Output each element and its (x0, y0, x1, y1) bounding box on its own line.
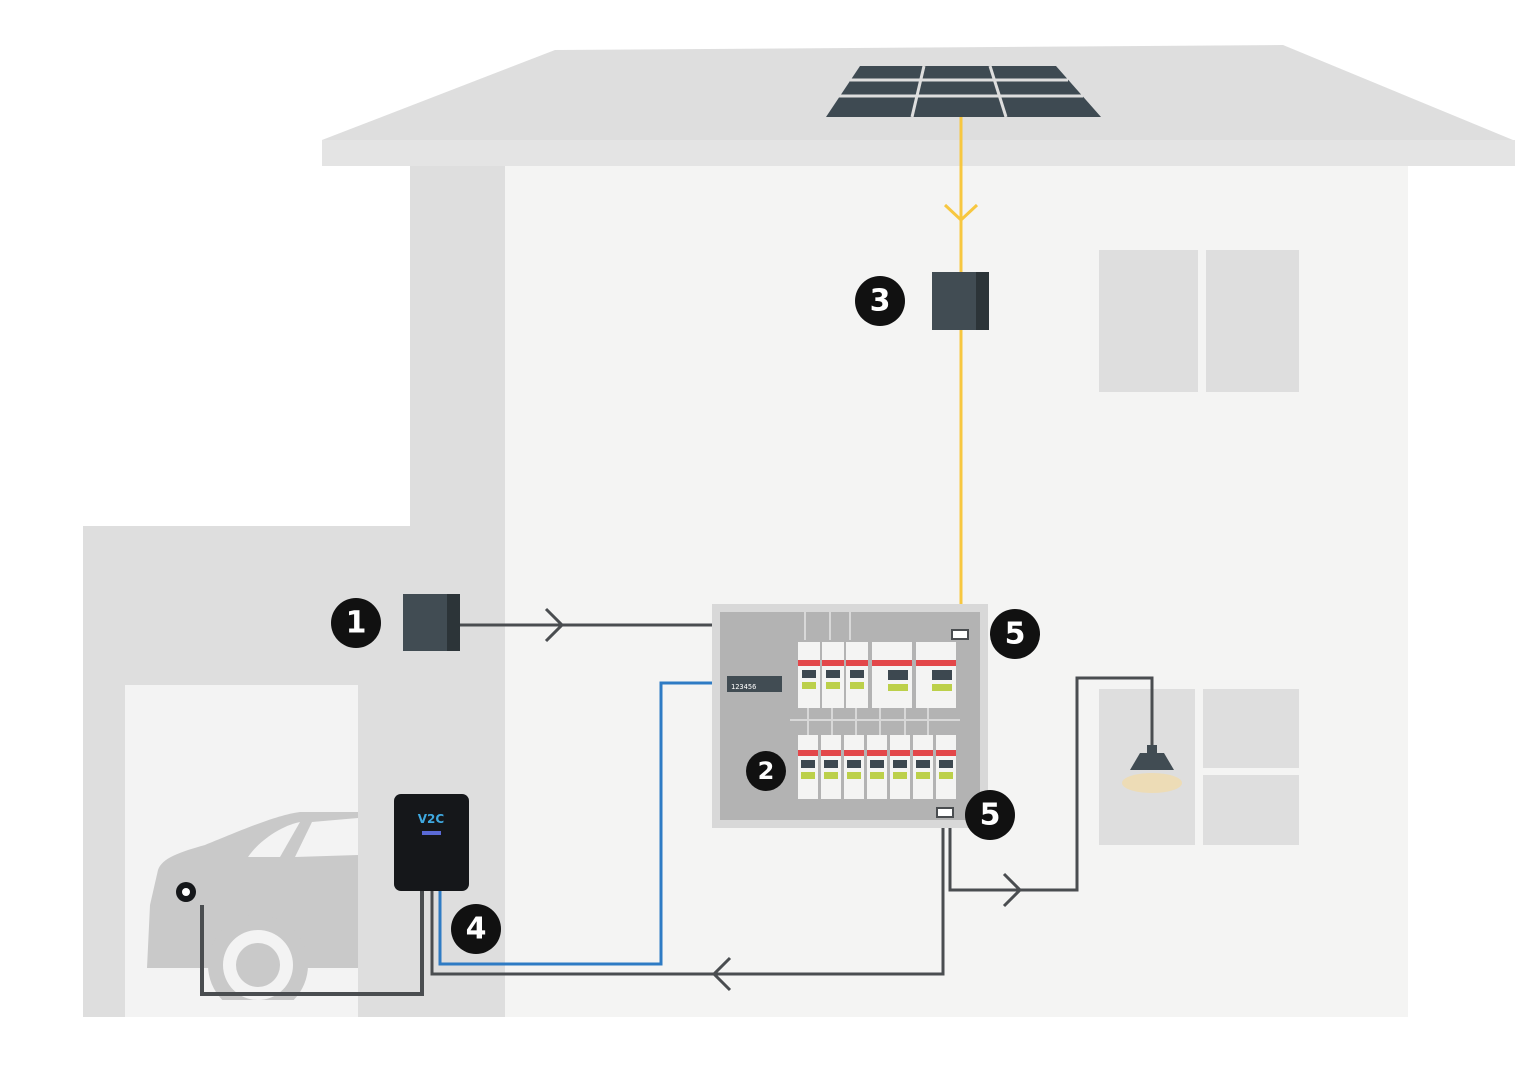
upper-window (1099, 250, 1299, 392)
marker-1-label: 1 (346, 606, 367, 641)
marker-5-top-label: 5 (1005, 617, 1026, 652)
marker-3: 3 (855, 276, 905, 326)
ev-charger: V2C (394, 794, 469, 891)
car (125, 812, 358, 1017)
marker-5-top: 5 (990, 609, 1040, 659)
marker-2: 2 (746, 751, 786, 791)
ceiling-lamp-icon (1122, 745, 1182, 793)
lower-window (1099, 689, 1299, 845)
terminal-block: 123456 (727, 676, 782, 692)
marker-1: 1 (331, 598, 381, 648)
roof-eave (322, 140, 1515, 166)
marker-4-label: 4 (466, 912, 487, 947)
grid-flow-arrow-icon (544, 607, 565, 643)
marker-5-bottom: 5 (965, 790, 1015, 840)
breaker-row-bottom (798, 735, 956, 799)
solar-panel (826, 65, 1101, 118)
marker-5-bottom-label: 5 (980, 798, 1001, 833)
blue-line (438, 681, 727, 966)
marker-2-label: 2 (758, 757, 775, 785)
current-sensor-top (951, 629, 969, 640)
solar-flow-arrow-icon (943, 203, 979, 223)
grid-meter-box (403, 594, 460, 651)
car-cable (200, 890, 424, 996)
lamp-line (948, 676, 1154, 892)
charger-logo: V2C (418, 812, 445, 826)
marker-4: 4 (451, 904, 501, 954)
terminal-block-label: 123456 (731, 683, 756, 691)
inverter-box (932, 272, 989, 330)
current-sensor-bottom (936, 807, 954, 818)
lamp-flow-arrow-icon (1002, 872, 1023, 908)
charging-plug-icon (176, 882, 196, 902)
return-line (430, 818, 945, 976)
charger-status-led (422, 831, 441, 835)
marker-3-label: 3 (870, 284, 891, 319)
return-flow-arrow-icon (711, 956, 732, 992)
breaker-row-top (798, 642, 956, 708)
electrical-panel: 123456 (712, 604, 988, 828)
